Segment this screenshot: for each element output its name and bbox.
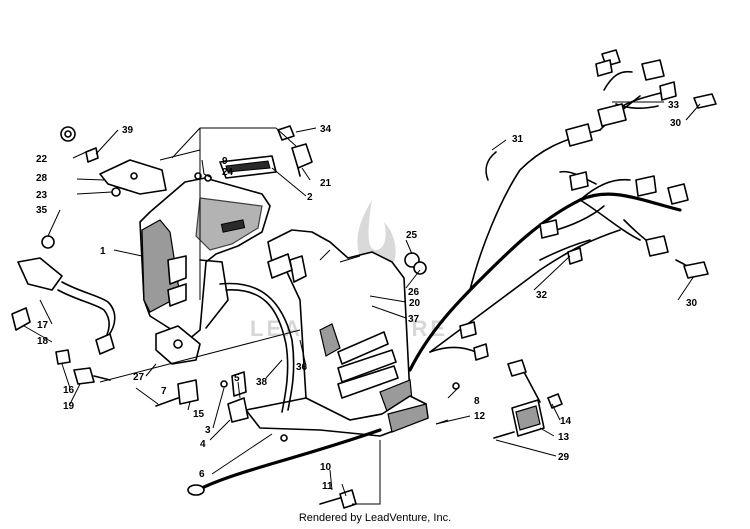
callout-6: 6 [199,469,205,480]
cable-6 [187,428,382,496]
callout-3: 3 [205,425,211,436]
switch-bracket-39 [99,159,167,195]
callout-30-lower: 30 [686,298,698,309]
callout-14: 14 [560,416,572,427]
console-base-plate [245,395,429,437]
callout-16: 16 [63,385,75,396]
callout-39: 39 [122,125,134,136]
callout-1: 1 [100,246,106,257]
callout-31: 31 [512,134,524,145]
callout-38: 38 [256,377,268,388]
footer-credit: Rendered by LeadVenture, Inc. [298,512,452,524]
callout-26: 26 [408,287,420,298]
hardware [41,125,460,509]
callout-7: 7 [161,386,167,397]
callout-21: 21 [320,178,332,189]
callout-18: 18 [37,336,49,347]
callout-12: 12 [474,411,486,422]
switch-18 [11,307,111,385]
clip-15 [155,379,199,407]
callout-15: 15 [193,409,205,420]
callout-13: 13 [558,432,570,443]
leader-lines [23,101,701,505]
callout-20: 20 [409,298,421,309]
callout-2: 2 [307,192,313,203]
switch-21 [291,143,313,177]
callout-19: 19 [63,401,75,412]
callout-24: 24 [222,167,234,178]
indicator-light-2 [219,155,277,179]
callout-8: 8 [474,396,480,407]
callout-9: 9 [222,156,228,167]
callout-34: 34 [320,124,332,135]
cable-38 [219,282,295,413]
console-left-panel [139,177,271,341]
callout-10: 10 [320,462,332,473]
callout-11: 11 [322,481,333,492]
callout-17: 17 [37,320,49,331]
bracket-4 [227,397,249,423]
callout-23: 23 [36,190,48,201]
callout-28: 28 [36,173,48,184]
callout-29: 29 [558,452,570,463]
callout-35: 35 [36,205,48,216]
callout-25: 25 [406,230,418,241]
callout-5: 5 [234,373,240,384]
callout-36: 36 [296,362,308,373]
callout-32: 32 [536,290,548,301]
callout-37: 37 [408,314,420,325]
kill-switch-17 [17,257,116,355]
callout-27: 27 [133,372,145,383]
callout-labels: 1 2 3 4 5 6 7 8 9 10 11 12 13 14 15 16 1… [36,100,698,492]
wire-harness-20 [408,49,717,372]
callout-4: 4 [200,439,206,450]
regulator-13 [493,359,563,439]
bracket-27 [155,325,201,365]
callout-33: 33 [668,100,680,111]
callout-22: 22 [36,154,48,165]
callout-30-upper: 30 [670,118,682,129]
